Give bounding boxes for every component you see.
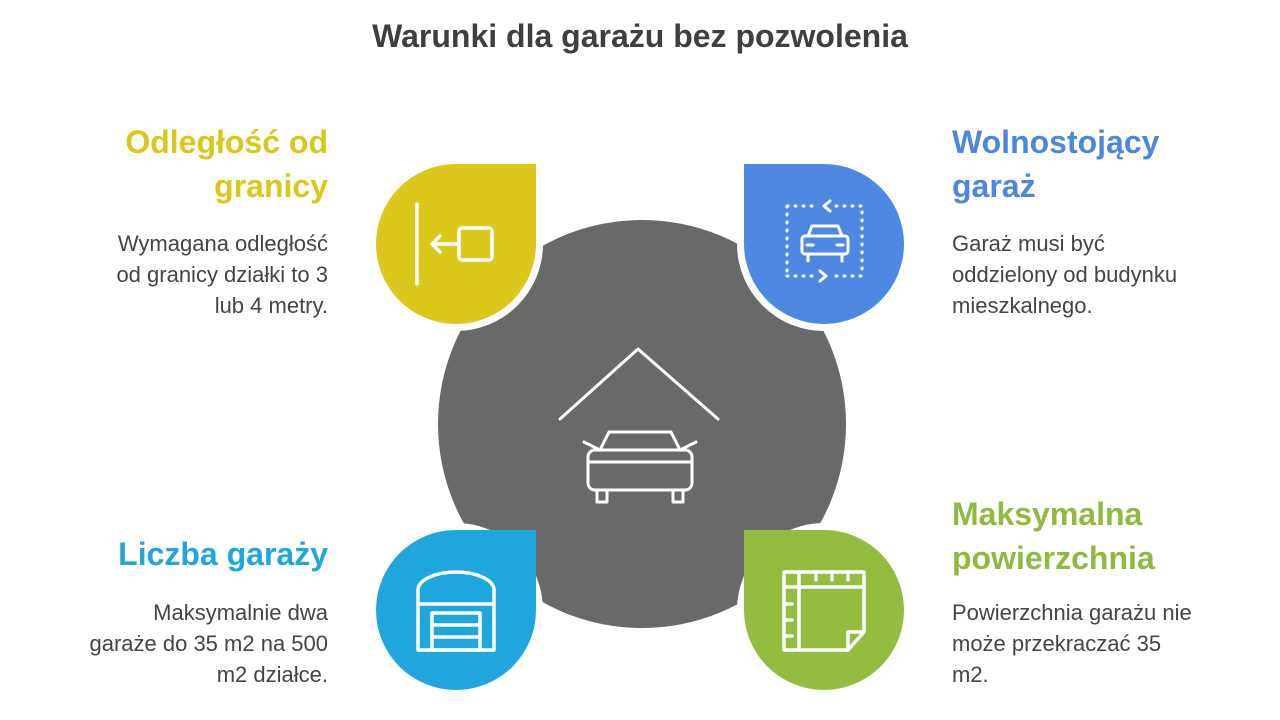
distance-desc-line3: lub 4 metry.: [214, 293, 328, 318]
detached-desc-line1: Garaż musi być: [952, 231, 1105, 256]
border-distance-icon: [415, 202, 494, 286]
distance-heading-line2: granicy: [214, 168, 328, 204]
count-desc-line1: Maksymalnie dwa: [153, 600, 328, 625]
detached-heading-line1: Wolnostojący: [952, 124, 1160, 160]
distance-desc-line1: Wymagana odległość: [117, 231, 328, 256]
detached-desc-line2: oddzielony od budynku: [952, 262, 1178, 287]
floor-plan-icon: [782, 570, 866, 652]
detached-car-icon: [785, 199, 864, 283]
distance-heading-line1: Odległość od: [125, 124, 328, 160]
area-description: Powierzchnia garażu nie może przekraczać…: [952, 597, 1252, 690]
count-description: Maksymalnie dwa garaże do 35 m2 na 500 m…: [28, 597, 328, 690]
petal-bottom-left-cyan: [376, 530, 536, 690]
garage-door-icon: [416, 570, 496, 652]
distance-description: Wymagana odległość od granicy działki to…: [28, 228, 328, 321]
detached-heading: Wolnostojący garaż: [952, 120, 1252, 208]
area-heading-line2: powierzchnia: [952, 540, 1155, 576]
detached-description: Garaż musi być oddzielony od budynku mie…: [952, 228, 1252, 321]
garage-car-icon: [558, 347, 720, 504]
distance-desc-line2: od granicy działki to 3: [116, 262, 328, 287]
detached-desc-line3: mieszkalnego.: [952, 293, 1093, 318]
distance-heading: Odległość od granicy: [28, 120, 328, 208]
area-heading-line1: Maksymalna: [952, 496, 1143, 532]
page-title: Warunki dla garażu bez pozwolenia: [372, 18, 908, 54]
center-circle: [438, 220, 846, 628]
area-heading: Maksymalna powierzchnia: [952, 492, 1252, 580]
count-heading: Liczba garaży: [28, 532, 328, 576]
petal-top-right-blue: [744, 164, 904, 324]
area-desc-line1: Powierzchnia garażu nie: [952, 600, 1192, 625]
area-desc-line2: może przekraczać 35: [952, 631, 1162, 656]
count-desc-line3: m2 działce.: [216, 662, 328, 687]
petal-bottom-right-green: [744, 530, 904, 690]
area-desc-line3: m2.: [952, 662, 989, 687]
detached-heading-line2: garaż: [952, 168, 1036, 204]
count-desc-line2: garaże do 35 m2 na 500: [89, 631, 328, 656]
count-heading-line1: Liczba garaży: [118, 536, 328, 572]
